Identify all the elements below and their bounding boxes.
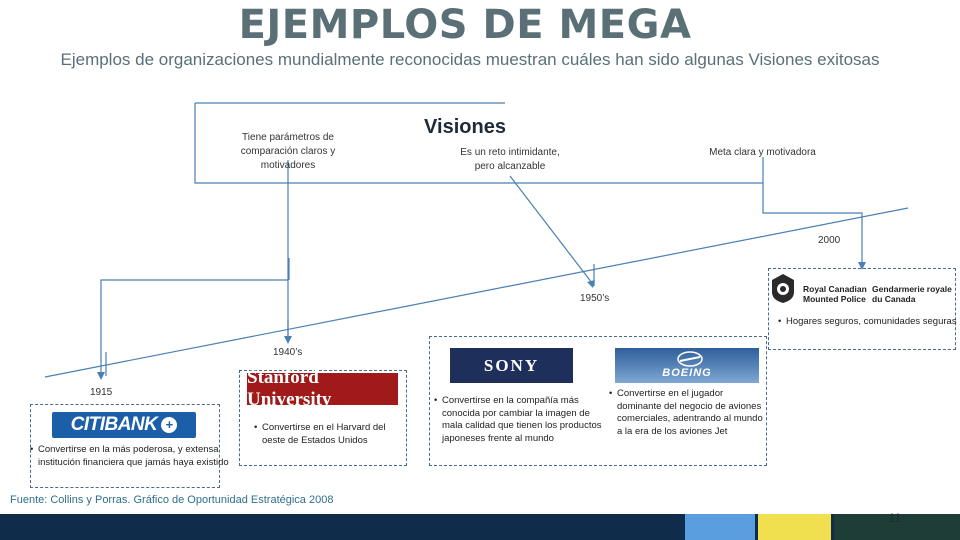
citibank-logo: CITIBANK + [52, 412, 196, 438]
sony-logo: SONY [450, 348, 573, 383]
sony-logo-text: SONY [483, 355, 540, 375]
boeing-vision: Convertirse en el jugador dominante del … [607, 388, 767, 438]
arrow-1915 [97, 372, 105, 380]
timeline-line [44, 207, 909, 378]
stanford-logo: Stanford University [247, 367, 398, 410]
visiones-heading: Visiones [424, 116, 506, 138]
connector-2000 [762, 183, 863, 266]
year-1950: 1950’s [580, 293, 610, 304]
rcmp-logo-en: Royal Canadian Mounted Police [803, 284, 867, 304]
stanford-logo-text: Stanford University [247, 367, 332, 410]
arrow-1940 [284, 336, 292, 344]
footer-tile-blue [685, 514, 755, 540]
year-2000: 2000 [818, 235, 841, 246]
slide-subtitle: Ejemplos de organizaciones mundialmente … [60, 50, 880, 69]
attribute-meta: Meta clara y motivadora [709, 147, 816, 158]
page-number: 11 [888, 511, 902, 525]
source-note: Fuente: Collins y Porras. Gráfico de Opo… [10, 494, 334, 506]
footer-tile-yellow [758, 514, 831, 540]
heading-bracket [194, 102, 764, 184]
attribute-reto: Es un reto intimidante, pero alcanzable [460, 147, 560, 172]
attribute-parametros: Tiene parámetros de comparación claros y… [240, 132, 336, 171]
footer-tile-green [834, 514, 960, 540]
rcmp-vision: Hogares seguros, comunidades seguras [776, 316, 958, 329]
stanford-vision: Convertirse en el Harvard del oeste de E… [252, 422, 407, 447]
sony-vision: Convertirse en la compañía más conocida … [432, 395, 612, 445]
stanford-box [239, 370, 407, 466]
connector-1915 [100, 279, 288, 378]
boeing-logo-text: BOEING [662, 367, 712, 379]
rcmp-logo-fr: Gendarmerie royale du Canada [872, 284, 952, 304]
year-1940: 1940’s [273, 347, 303, 358]
citibank-vision: Convertirse en la más poderosa, y extens… [28, 444, 248, 469]
arrow-2000 [858, 262, 866, 270]
citibank-arc-icon: + [161, 417, 178, 433]
citibank-logo-text: CITIBANK [70, 414, 158, 435]
year-1915: 1915 [90, 387, 113, 398]
crest-icon [772, 274, 794, 303]
slide-title: EJEMPLOS DE MEGA [238, 2, 692, 48]
boeing-logo: BOEING [615, 348, 759, 383]
arrow-1950 [587, 280, 595, 288]
rcmp-box [768, 268, 956, 350]
airplane-icon [677, 351, 703, 367]
connector-1950 [509, 175, 593, 284]
